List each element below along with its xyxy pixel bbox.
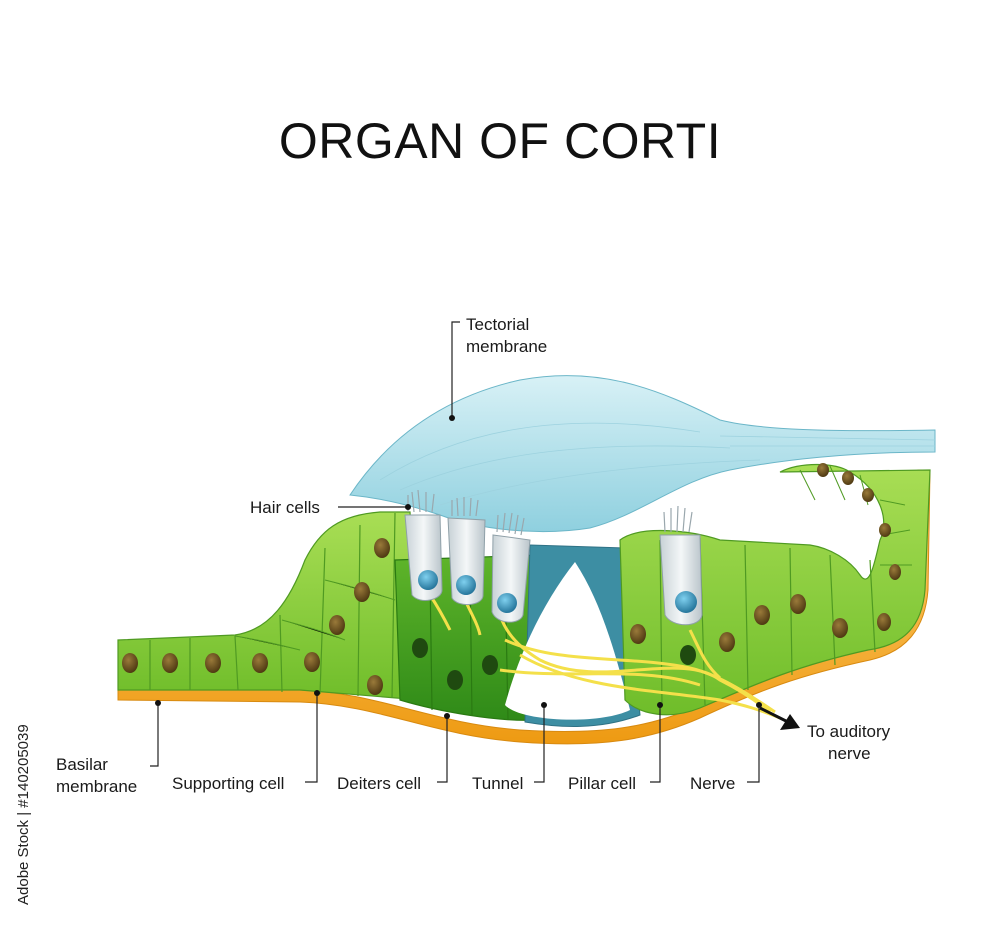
auditory-nerve-arrow bbox=[759, 706, 800, 730]
label-basilar-membrane-1: Basilar bbox=[56, 755, 108, 774]
hair-cells bbox=[404, 489, 703, 626]
label-to-auditory-nerve-2: nerve bbox=[828, 744, 871, 763]
diagram-title: ORGAN OF CORTI bbox=[278, 113, 722, 169]
label-deiters-cell: Deiters cell bbox=[337, 774, 421, 793]
label-tectorial-membrane-1: Tectorial bbox=[466, 315, 529, 334]
tunnel-pillar bbox=[505, 544, 641, 727]
leader-lines bbox=[150, 321, 762, 783]
label-nerve: Nerve bbox=[690, 774, 735, 793]
cell-nuclei bbox=[122, 463, 901, 695]
label-basilar-membrane-2: membrane bbox=[56, 777, 137, 796]
label-pillar-cell: Pillar cell bbox=[568, 774, 636, 793]
label-supporting-cell: Supporting cell bbox=[172, 774, 284, 793]
stock-watermark-text: Adobe Stock | #140205039 bbox=[15, 724, 32, 905]
nerve-fibers bbox=[428, 594, 781, 720]
outer-cells bbox=[619, 463, 931, 716]
label-tunnel: Tunnel bbox=[472, 774, 523, 793]
supporting-cells bbox=[117, 511, 421, 701]
label-to-auditory-nerve-1: To auditory bbox=[807, 722, 891, 741]
label-tectorial-membrane-2: membrane bbox=[466, 337, 547, 356]
label-hair-cells: Hair cells bbox=[250, 498, 320, 517]
tectorial-membrane-shape bbox=[349, 375, 936, 533]
